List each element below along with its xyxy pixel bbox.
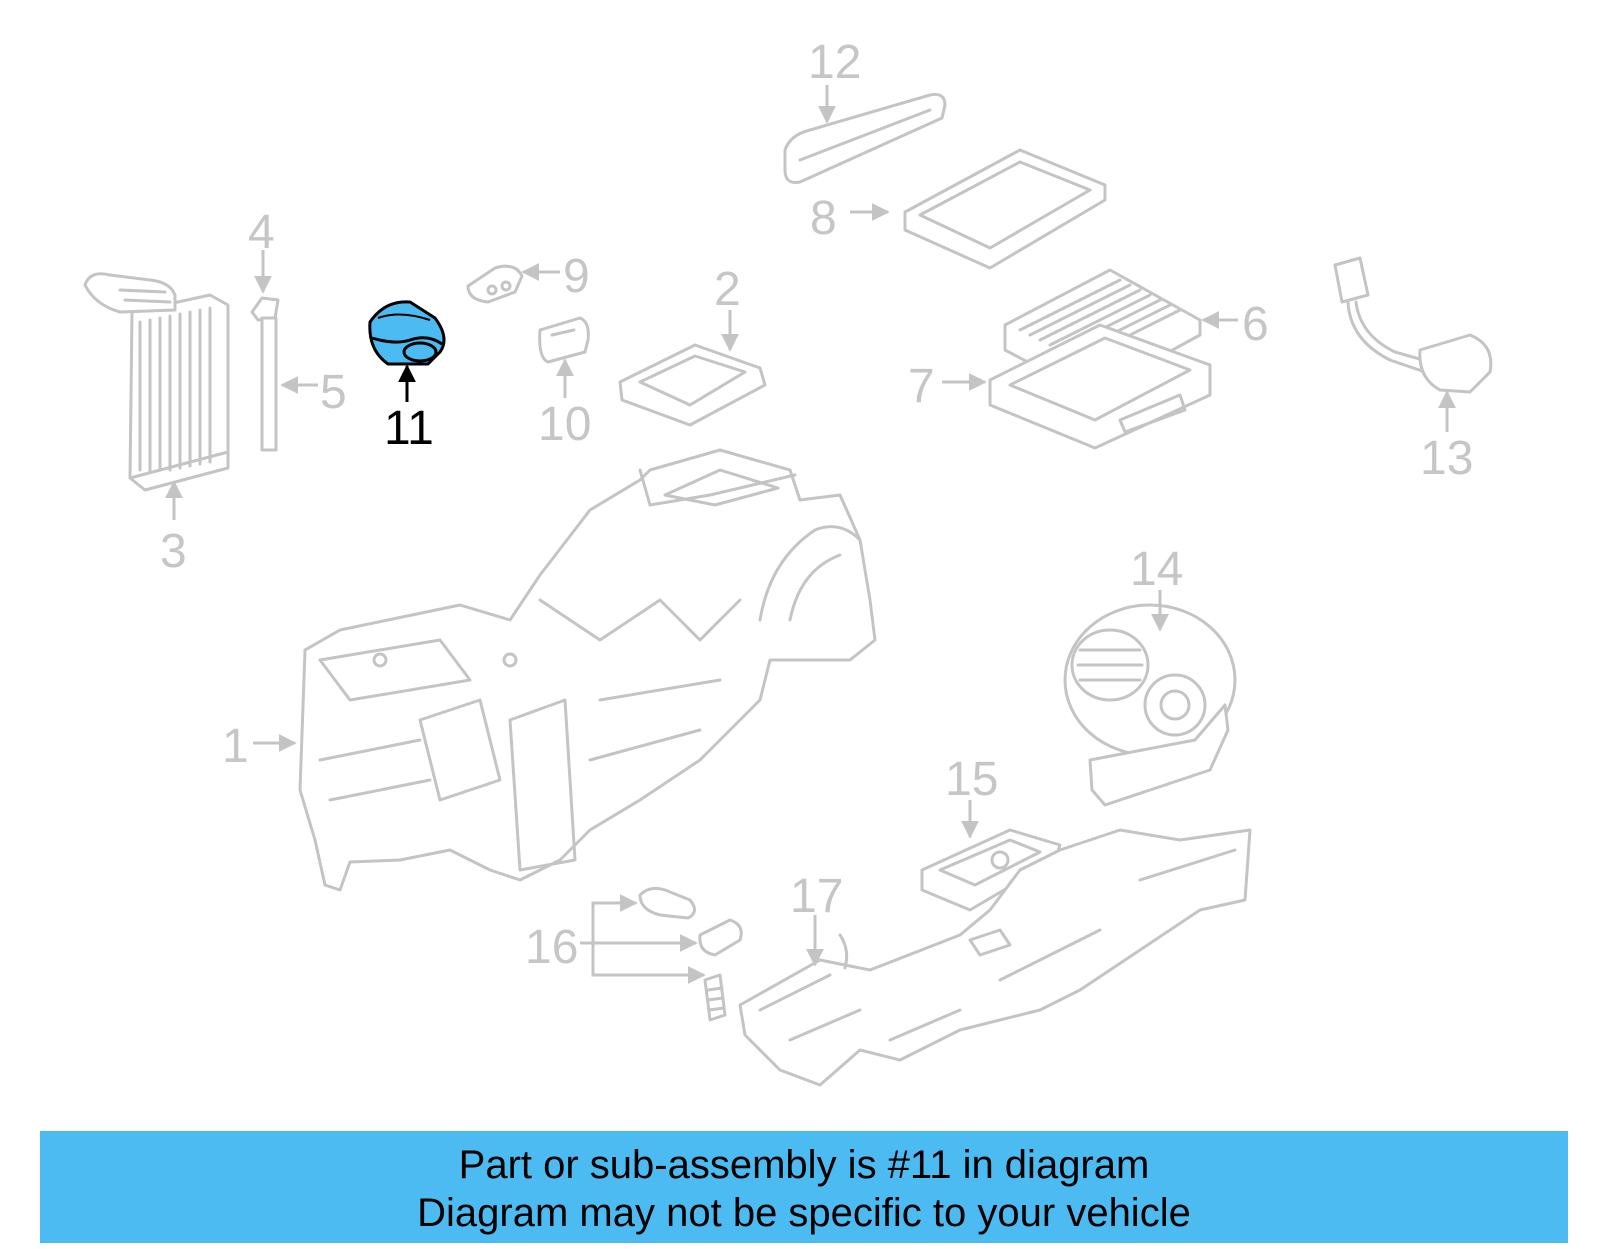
part-11-highlighted[interactable] bbox=[368, 300, 446, 366]
label-4: 4 bbox=[248, 206, 275, 259]
part-4-clip[interactable] bbox=[250, 296, 280, 322]
part-1-housing-assembly[interactable] bbox=[298, 448, 877, 892]
part-5-seal[interactable] bbox=[260, 316, 278, 452]
info-banner: Part or sub-assembly is #11 in diagram D… bbox=[40, 1131, 1568, 1243]
label-2: 2 bbox=[714, 263, 741, 316]
part-8-filter-frame[interactable] bbox=[903, 148, 1107, 270]
part-16-clips[interactable] bbox=[638, 886, 743, 1022]
banner-line-2: Diagram may not be specific to your vehi… bbox=[417, 1191, 1191, 1235]
label-14: 14 bbox=[1130, 543, 1183, 596]
part-17-duct[interactable] bbox=[738, 828, 1252, 1087]
leader-16 bbox=[580, 901, 700, 977]
part-12-duct[interactable] bbox=[783, 93, 947, 184]
label-16: 16 bbox=[525, 921, 578, 974]
label-13: 13 bbox=[1420, 432, 1473, 485]
label-10: 10 bbox=[538, 398, 591, 451]
label-7: 7 bbox=[908, 360, 935, 413]
label-9: 9 bbox=[563, 250, 590, 303]
part-13-harness[interactable] bbox=[1333, 256, 1493, 394]
label-1: 1 bbox=[222, 720, 249, 773]
part-14-blower-motor[interactable] bbox=[1063, 603, 1237, 807]
label-5: 5 bbox=[320, 366, 347, 419]
label-3: 3 bbox=[160, 525, 187, 578]
part-2-gasket[interactable] bbox=[618, 343, 767, 427]
part-9-connector[interactable] bbox=[466, 264, 524, 304]
label-6: 6 bbox=[1242, 298, 1269, 351]
part-7-filter-housing[interactable] bbox=[988, 323, 1212, 450]
part-10-bracket[interactable] bbox=[538, 316, 590, 364]
banner-line-1: Part or sub-assembly is #11 in diagram bbox=[458, 1143, 1150, 1187]
label-15: 15 bbox=[945, 753, 998, 806]
label-17: 17 bbox=[790, 870, 843, 923]
label-11: 11 bbox=[384, 402, 434, 455]
label-8: 8 bbox=[810, 192, 837, 245]
label-12: 12 bbox=[808, 36, 861, 89]
part-3-heater-core[interactable] bbox=[83, 272, 230, 492]
